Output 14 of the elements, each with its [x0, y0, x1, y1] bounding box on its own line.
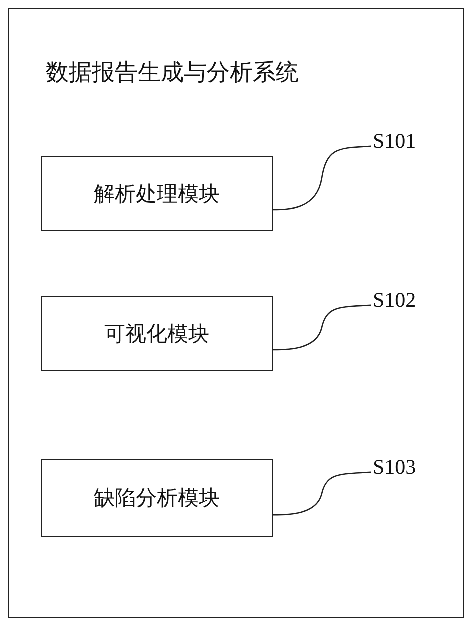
- module-box: [41, 296, 273, 371]
- module-box: [41, 459, 273, 537]
- module-box: [41, 156, 273, 231]
- module-name: 缺陷分析模块: [94, 485, 220, 512]
- step-label: S101: [373, 131, 416, 152]
- module-name: 可视化模块: [104, 320, 210, 348]
- leader-line: [273, 146, 372, 211]
- system-title: 数据报告生成与分析系统: [46, 59, 299, 87]
- leader-line: [273, 472, 372, 516]
- system-frame: [8, 8, 464, 618]
- module-name: 解析处理模块: [94, 180, 220, 208]
- step-label: S103: [373, 457, 416, 478]
- step-label: S102: [373, 290, 416, 311]
- leader-line: [273, 304, 372, 351]
